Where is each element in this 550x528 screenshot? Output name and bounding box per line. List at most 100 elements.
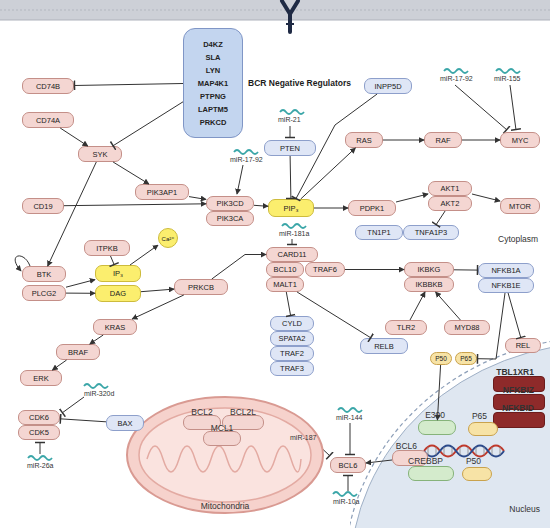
node-label: BAX [117, 419, 132, 428]
protein-box: IKBKG [404, 262, 454, 277]
mirna-label: miR-181a [279, 230, 309, 237]
activation-arrow [141, 289, 174, 292]
node-label: PIK3CD [216, 199, 243, 208]
mirna-inhibition [510, 85, 516, 130]
messenger-box: IP₃ [95, 265, 141, 282]
mirna-label: miR-17-92 [230, 156, 263, 163]
protein-box: PIK3CD [206, 196, 254, 211]
activation-arrow [345, 269, 404, 270]
membrane-layer [0, 10, 550, 11]
node-label: TLR2 [397, 323, 415, 332]
node-label: BTK [37, 270, 52, 279]
node-label: PIK3AP1 [147, 188, 177, 197]
ion-circle: Ca²⁺ [158, 228, 178, 248]
mirna-label: miR-10a [333, 498, 359, 505]
node-label: CDK5 [29, 428, 49, 437]
mirna-inhibition [348, 475, 349, 491]
inhibition-arrow [113, 102, 183, 146]
protein-box: PIK3CA [206, 211, 254, 226]
inhibition-arrow [74, 84, 183, 86]
mirna-label: miR-144 [336, 414, 362, 421]
protein-box: BTK [22, 266, 66, 282]
protein-box: RAS [345, 132, 383, 148]
mirna-squiggle [28, 456, 52, 460]
node-label: BCL6 [396, 441, 417, 451]
mirna-squiggle [333, 492, 357, 496]
protein-box: SYK [78, 146, 122, 162]
inhibition-arrow [508, 293, 521, 338]
mirna-squiggle [496, 69, 520, 73]
regulator-box: NFKB1A [478, 263, 534, 278]
mirna-inhibition [290, 126, 291, 138]
node-label: INPP5D [374, 82, 401, 91]
mirna-label: miR-17-92 [440, 75, 473, 82]
protein-box: TRAF6 [305, 262, 345, 277]
node-label: BCL6 [339, 461, 358, 470]
activation-arrow [314, 208, 348, 209]
subunit-pill: P50 [430, 352, 452, 365]
node-label: TN1P1 [367, 228, 390, 237]
activation-arrow [189, 197, 206, 200]
protein-box: BCL10 [266, 262, 304, 277]
mirna-inhibition [40, 442, 41, 454]
subunit-pill: P65 [455, 352, 477, 365]
activation-arrow [472, 194, 500, 201]
activation-arrow [60, 128, 88, 146]
node-label: NFKBIZ [503, 385, 534, 395]
node-label: REL [516, 341, 531, 350]
node-label: CD74A [36, 116, 60, 125]
node-label: TBL1XR1 [496, 367, 534, 377]
protein-box: AKT1 [428, 181, 472, 196]
node-label: BCL2 [184, 407, 220, 417]
protein-box: PLCG2 [22, 285, 66, 301]
node-label: RAS [356, 136, 371, 145]
protein-box: KRAS [93, 319, 137, 335]
regulator-box: PTEN [264, 140, 316, 156]
activation-arrow [436, 292, 461, 320]
protein-box: CD19 [22, 198, 64, 214]
mirna-squiggle [444, 69, 468, 73]
protein-box: ITPKB [84, 240, 130, 256]
nucleus-region: NucleusTBL1XR1NFKBIZNFKBIDE300P65BCL6CRE… [350, 340, 550, 528]
node-label: SYK [92, 150, 107, 159]
node-label: CYLD [282, 319, 302, 328]
node-label: TRAF2 [280, 349, 304, 358]
protein-box: ERK [20, 370, 62, 386]
protein-box: IKBBKB [404, 277, 454, 292]
mirna-label: miR-320d [84, 390, 114, 397]
subunit-pill: P65 [468, 422, 498, 436]
protein-box: PRKCB [174, 279, 228, 295]
node-label: IKBBKB [415, 280, 442, 289]
protein-box: MTOR [500, 198, 540, 214]
mirna-squiggle [234, 150, 258, 154]
mirna-label: miR-155 [494, 75, 520, 82]
activation-arrow [90, 335, 103, 344]
bcr-receptor [286, 23, 294, 25]
node-label: E300 [425, 410, 445, 420]
node-label: CREBBP [408, 456, 443, 466]
regulator-box: INPP5D [364, 78, 412, 94]
messenger-box: PIP₃ [268, 199, 314, 217]
node-label: PIP₃ [283, 204, 298, 213]
activation-arrow [66, 280, 95, 288]
mirna-squiggle [338, 408, 362, 412]
node-label: TNFA1P3 [415, 228, 448, 237]
inhibition-arrow [290, 156, 292, 199]
activation-arrow [383, 140, 424, 141]
activation-arrow [254, 205, 268, 206]
node-label: MYC [512, 136, 529, 145]
protein-box: CDK5 [18, 425, 60, 440]
mirna-label: miR-21 [278, 116, 301, 123]
gene-box: NFKBID [493, 412, 545, 428]
protein-box: BRAF [56, 344, 100, 360]
node-label: RELB [374, 342, 394, 351]
regulator-box: SPATA2 [270, 331, 314, 346]
node-label: P65 [472, 411, 487, 421]
node-label: ITPKB [96, 244, 118, 253]
activation-arrow [64, 204, 206, 206]
node-label: P65 [460, 355, 472, 362]
mirna-label: miR-26a [27, 462, 53, 469]
node-label: CD19 [33, 202, 52, 211]
protein-box: MYD88 [444, 320, 490, 335]
node-label: AKT1 [441, 184, 460, 193]
